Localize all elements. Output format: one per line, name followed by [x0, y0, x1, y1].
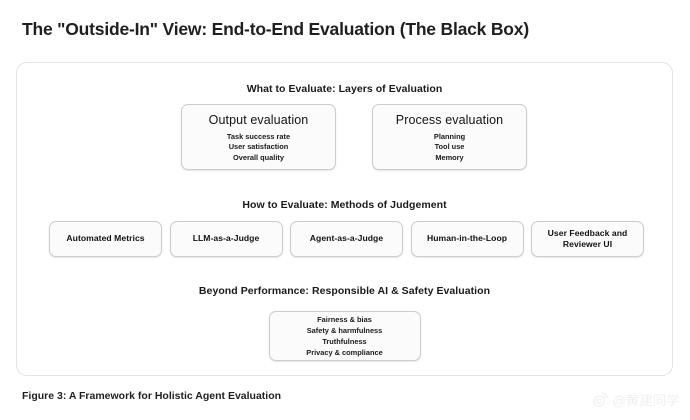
figure-card: What to Evaluate: Layers of Evaluation O… [16, 62, 673, 376]
node-responsible-ai[interactable]: Fairness & bias Safety & harmfulness Tru… [268, 311, 421, 361]
method-user-feedback-and-reviewer-ui[interactable]: User Feedback and Reviewer UI [531, 221, 644, 257]
list-item: Safety & harmfulness [306, 325, 383, 335]
node-output-evaluation[interactable]: Output evaluation Task success rate User… [181, 104, 336, 170]
node-process-evaluation[interactable]: Process evaluation Planning Tool use Mem… [372, 104, 527, 170]
section-header-methods: How to Evaluate: Methods of Judgement [242, 199, 447, 211]
method-agent-as-a-judge[interactable]: Agent-as-a-Judge [290, 221, 403, 257]
section-methods-of-judgement: How to Evaluate: Methods of Judgement [17, 199, 672, 211]
node-responsible-ai-items: Fairness & bias Safety & harmfulness Tru… [306, 314, 382, 358]
list-item: User satisfaction [228, 142, 289, 152]
list-item: Privacy & compliance [306, 348, 383, 358]
method-human-in-the-loop[interactable]: Human-in-the-Loop [410, 221, 524, 257]
method-automated-metrics[interactable]: Automated Metrics [49, 221, 162, 257]
list-item: Fairness & bias [317, 314, 372, 324]
section-layers-of-evaluation: What to Evaluate: Layers of Evaluation [17, 83, 672, 95]
layers-row: Output evaluation Task success rate User… [181, 104, 527, 170]
list-item: Planning [433, 131, 466, 141]
watermark: @黄建同学 [592, 390, 680, 409]
section-header-responsible-ai: Beyond Performance: Responsible AI & Saf… [198, 285, 491, 297]
list-item: Task success rate [226, 131, 291, 141]
methods-row: Automated Metrics LLM-as-a-Judge Agent-a… [49, 221, 644, 257]
responsible-row: Fairness & bias Safety & harmfulness Tru… [17, 311, 672, 361]
node-output-evaluation-items: Task success rate User satisfaction Over… [227, 132, 290, 164]
node-process-evaluation-items: Planning Tool use Memory [434, 132, 465, 164]
section-header-layers: What to Evaluate: Layers of Evaluation [246, 83, 443, 95]
watermark-text: @黄建同学 [612, 394, 680, 409]
node-process-evaluation-title: Process evaluation [395, 112, 504, 127]
list-item: Tool use [434, 142, 465, 152]
node-output-evaluation-title: Output evaluation [208, 112, 309, 127]
page-title: The "Outside-In" View: End-to-End Evalua… [22, 19, 529, 39]
weibo-logo-icon [592, 391, 609, 408]
method-llm-as-a-judge[interactable]: LLM-as-a-Judge [169, 221, 283, 257]
list-item: Truthfulness [322, 337, 367, 346]
list-item: Memory [435, 152, 464, 162]
section-responsible-ai-safety: Beyond Performance: Responsible AI & Saf… [17, 285, 672, 297]
list-item: Overall quality [233, 152, 284, 162]
figure-caption: Figure 3: A Framework for Holistic Agent… [22, 390, 282, 402]
